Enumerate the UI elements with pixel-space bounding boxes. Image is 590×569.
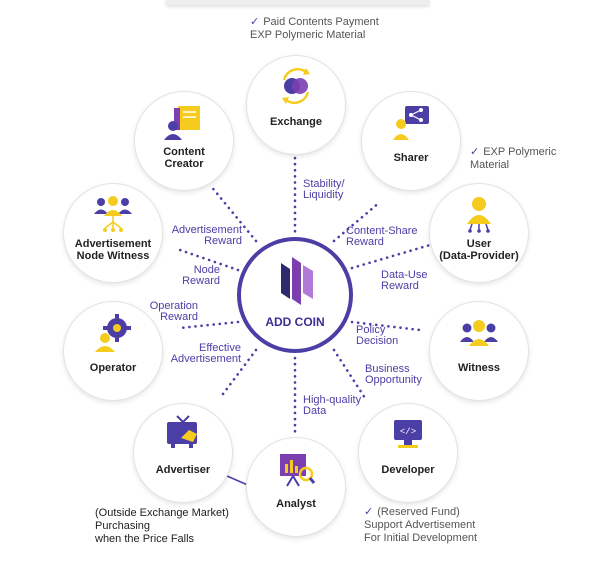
node-user: User (Data-Provider)	[429, 183, 529, 283]
add-coin-logo-icon	[281, 257, 313, 305]
flow-operation-reward: Operation Reward	[149, 300, 198, 323]
node-developer: </> Developer	[358, 403, 458, 503]
developer-label: Developer	[381, 464, 435, 476]
flow-policy-decision: Policy Decision	[356, 324, 399, 347]
user-label: User (Data-Provider)	[439, 238, 519, 262]
node-analyst: Analyst	[246, 437, 346, 537]
advertisement-node-witness-label: Advertisement Node Witness	[74, 238, 152, 262]
witness-icon	[460, 320, 498, 346]
content-creator-icon	[164, 106, 200, 140]
node-witness: Witness	[429, 301, 529, 401]
flow-business-opportunity: Business Opportunity	[365, 363, 422, 386]
flow-data-use-reward: Data-Use Reward	[381, 269, 428, 292]
svg-text:</>: </>	[400, 427, 416, 437]
flow-stability-liquidity: Stability/ Liquidity	[303, 178, 345, 201]
user-icon	[467, 197, 491, 233]
operator-label: Operator	[89, 362, 137, 374]
flow-advertisement-reward: Advertisement Reward	[171, 224, 242, 247]
developer-icon: </>	[394, 420, 422, 448]
note-exchange: ✓Paid Contents Payment EXP Polymeric Mat…	[250, 16, 379, 42]
exchange-label: Exchange	[270, 116, 322, 128]
node-advertiser: Advertiser	[133, 403, 233, 503]
note-developer: ✓(Reserved Fund) Support Advertisement F…	[364, 506, 477, 545]
exchange-icon	[282, 67, 310, 105]
note-sharer-text: EXP Polymeric Material	[470, 146, 557, 171]
sharer-icon	[393, 106, 429, 140]
analyst-label: Analyst	[276, 498, 316, 510]
node-advertisement-node-witness: Advertisement Node Witness	[63, 183, 163, 283]
flow-high-quality-data: High-quality Data	[303, 394, 362, 417]
note-advertiser: (Outside Exchange Market) Purchasing whe…	[95, 507, 229, 545]
flow-effective-advertisement: Effective Advertisement	[170, 342, 241, 365]
node-operator: Operator	[63, 301, 163, 401]
add-coin-hub: ADD COIN	[237, 237, 353, 353]
flow-content-share-reward: Content-Share Reward	[346, 225, 418, 248]
note-developer-text: (Reserved Fund) Support Advertisement Fo…	[364, 506, 478, 544]
sharer-label: Sharer	[393, 152, 429, 164]
content-creator-label: Content Creator	[163, 146, 205, 170]
check-icon: ✓	[364, 506, 374, 518]
node-content-creator: Content Creator	[134, 91, 234, 191]
node-witness-icon	[94, 196, 132, 232]
advertiser-icon	[167, 415, 197, 448]
note-sharer: ✓EXP Polymeric Material	[470, 146, 556, 172]
flow-node-reward: Node Reward	[182, 264, 220, 287]
check-icon: ✓	[250, 16, 260, 28]
advertiser-label: Advertiser	[155, 464, 211, 476]
operator-icon	[95, 314, 131, 352]
witness-label: Witness	[457, 362, 501, 374]
check-icon: ✓	[470, 146, 480, 158]
node-sharer: Sharer	[361, 91, 461, 191]
add-coin-label: ADD COIN	[265, 315, 325, 329]
analyst-icon	[280, 454, 316, 487]
top-bar	[165, 0, 430, 5]
node-exchange: Exchange	[246, 55, 346, 155]
note-exchange-text: Paid Contents Payment EXP Polymeric Mate…	[250, 16, 379, 41]
